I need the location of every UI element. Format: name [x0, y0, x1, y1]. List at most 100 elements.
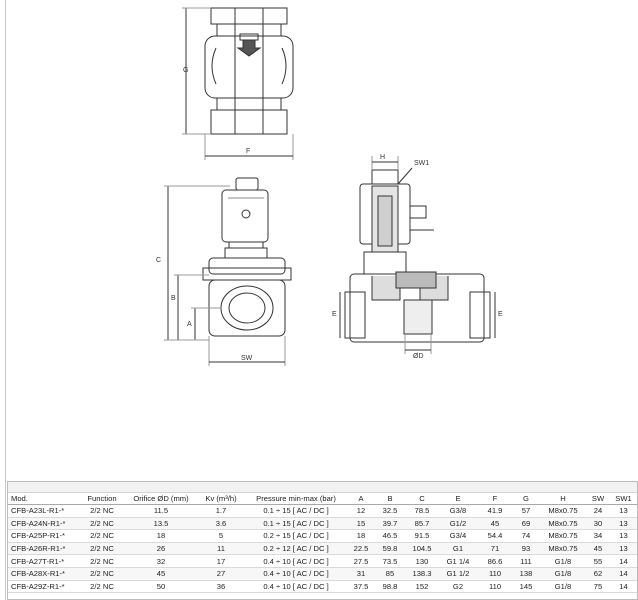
table-cell: 110 — [478, 567, 512, 581]
table-cell: 138.3 — [406, 567, 438, 581]
column-header: Function — [80, 493, 124, 505]
table-cell: 0.4 ÷ 10 [ AC / DC ] — [244, 567, 348, 581]
table-cell: 13 — [610, 517, 637, 531]
dim-c-label: C — [156, 257, 161, 264]
dim-sw-label: SW — [241, 355, 253, 362]
table-cell: 36 — [198, 580, 244, 594]
column-header: SW1 — [610, 493, 637, 505]
left-rail — [5, 0, 6, 600]
table-cell: M8x0.75 — [540, 517, 586, 531]
top-view — [182, 7, 294, 160]
table-cell: 91.5 — [406, 529, 438, 543]
table-cell: 71 — [478, 542, 512, 556]
table-cell: 69 — [512, 517, 540, 531]
table-cell: 130 — [406, 554, 438, 568]
table-cell: 14 — [610, 567, 637, 581]
table-cell: 2/2 NC — [80, 580, 124, 594]
model-cell: CFB-A24N-R1-* — [8, 517, 80, 531]
table-cell: 1.7 — [198, 504, 244, 518]
table-cell: G3/4 — [438, 529, 478, 543]
table-cell: 110 — [478, 580, 512, 594]
column-header: B — [374, 493, 406, 505]
table-cell: 45 — [124, 567, 198, 581]
table-cell: G1/2 — [438, 517, 478, 531]
table-cell: 2/2 NC — [80, 554, 124, 568]
model-cell: CFB-A29Z-R1-* — [8, 580, 80, 594]
model-cell: CFB-A23L-R1-* — [8, 504, 80, 518]
table-cell: 2/2 NC — [80, 504, 124, 518]
table-cell: G1/8 — [540, 554, 586, 568]
table-cell: 32.5 — [374, 504, 406, 518]
table-cell: 0.4 ÷ 10 [ AC / DC ] — [244, 580, 348, 594]
table-cell: 13 — [610, 529, 637, 543]
table-cell: 111 — [512, 554, 540, 568]
model-cell: CFB-A26R-R1-* — [8, 542, 80, 556]
table-cell: 5 — [198, 529, 244, 543]
table-cell: 2/2 NC — [80, 542, 124, 556]
table-cell: 39.7 — [374, 517, 406, 531]
column-header: Kv (m³/h) — [198, 493, 244, 505]
table-cell: 93 — [512, 542, 540, 556]
table-cell: 27.5 — [348, 554, 374, 568]
table-cell: 17 — [198, 554, 244, 568]
table-cell: 13 — [610, 542, 637, 556]
table-cell: 3.6 — [198, 517, 244, 531]
model-cell: CFB-A27T-R1-* — [8, 554, 80, 568]
table-cell: 22.5 — [348, 542, 374, 556]
table-cell: 31 — [348, 567, 374, 581]
table-cell: G1 1/2 — [438, 567, 478, 581]
table-cell: G1/8 — [540, 567, 586, 581]
model-cell: CFB-A25P-R1-* — [8, 529, 80, 543]
table-cell: 46.5 — [374, 529, 406, 543]
table-cell: 54.4 — [478, 529, 512, 543]
column-header: F — [478, 493, 512, 505]
column-header: A — [348, 493, 374, 505]
table-cell: 30 — [586, 517, 610, 531]
table-cell: 73.5 — [374, 554, 406, 568]
dim-sw1-label: SW1 — [414, 160, 429, 167]
table-cell: M8x0.75 — [540, 542, 586, 556]
dim-b-label: B — [171, 295, 176, 302]
table-cell: G1 1/4 — [438, 554, 478, 568]
table-cell: 2/2 NC — [80, 517, 124, 531]
table-cell: 0.2 ÷ 15 [ AC / DC ] — [244, 529, 348, 543]
table-cell: 18 — [124, 529, 198, 543]
table-cell: 138 — [512, 567, 540, 581]
table-cell: G2 — [438, 580, 478, 594]
technical-drawing: G F C B A SW H SW1 E E ØD — [156, 7, 503, 366]
table-cell: 86.6 — [478, 554, 512, 568]
table-cell: 27 — [198, 567, 244, 581]
table-toolbar — [8, 482, 637, 493]
table-cell: 37.5 — [348, 580, 374, 594]
table-cell: 34 — [586, 529, 610, 543]
table-cell: 59.8 — [374, 542, 406, 556]
spec-table: Mod. Function Orifice ØD (mm) Kv (m³/h) … — [8, 493, 637, 594]
table-cell: 15 — [348, 517, 374, 531]
column-header: E — [438, 493, 478, 505]
table-cell: 98.8 — [374, 580, 406, 594]
spec-table-panel: Mod. Function Orifice ØD (mm) Kv (m³/h) … — [7, 481, 638, 600]
table-cell: M8x0.75 — [540, 529, 586, 543]
table-cell: 14 — [610, 580, 637, 594]
dim-e-left-label: E — [332, 311, 337, 318]
model-cell: CFB-A28X-R1-* — [8, 567, 80, 581]
table-cell: 32 — [124, 554, 198, 568]
table-cell: 14 — [610, 554, 637, 568]
column-header: C — [406, 493, 438, 505]
table-cell: 12 — [348, 504, 374, 518]
table-cell: 26 — [124, 542, 198, 556]
dim-d-label: ØD — [413, 353, 424, 360]
table-cell: 0.2 ÷ 12 [ AC / DC ] — [244, 542, 348, 556]
table-cell: 18 — [348, 529, 374, 543]
table-cell: 41.9 — [478, 504, 512, 518]
table-cell: 13 — [610, 504, 637, 518]
table-cell: 78.5 — [406, 504, 438, 518]
table-cell: 0.1 ÷ 15 [ AC / DC ] — [244, 517, 348, 531]
